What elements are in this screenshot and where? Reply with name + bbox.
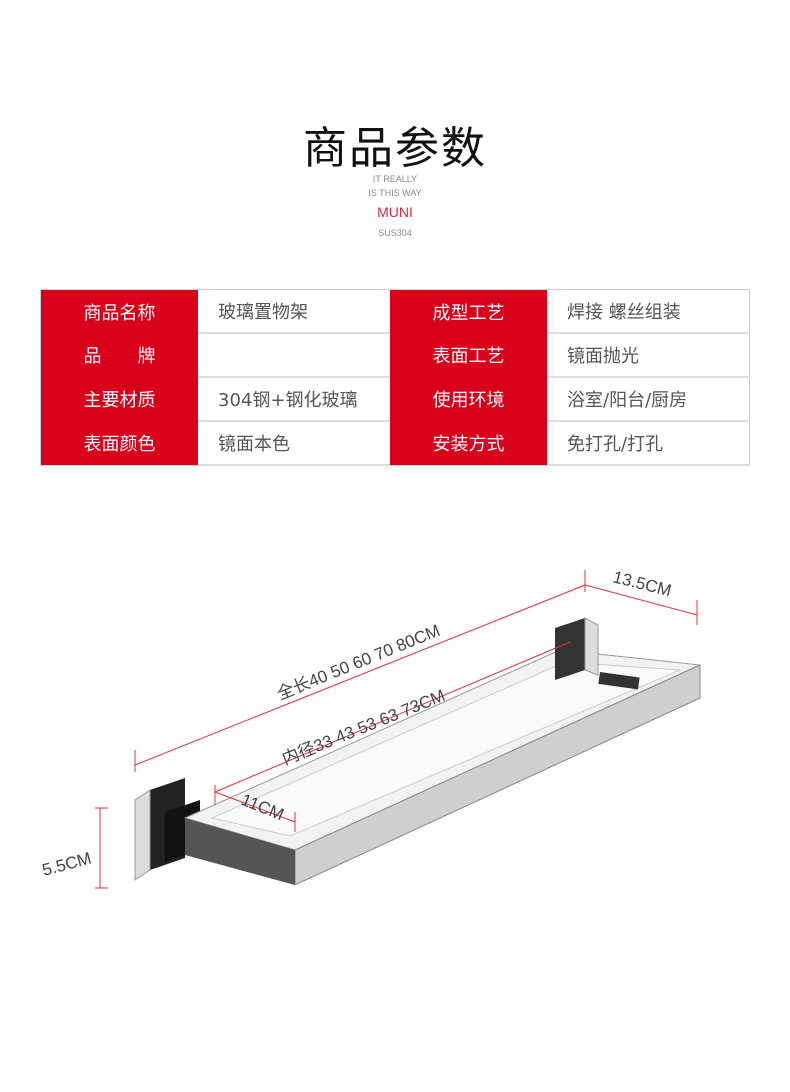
material-tag: SUS304 xyxy=(378,228,412,238)
spec-value: 浴室/阳台/厨房 xyxy=(547,377,750,422)
spec-value xyxy=(198,333,390,378)
spec-key: 使用环境 xyxy=(390,377,547,421)
spec-key: 安装方式 xyxy=(390,421,547,465)
spec-key: 品 牌 xyxy=(40,333,198,377)
spec-value: 304钢+钢化玻璃 xyxy=(198,377,390,422)
total-length-label: 全长40 50 60 70 80CM xyxy=(274,621,442,704)
spec-key: 成型工艺 xyxy=(390,289,547,333)
spec-key: 表面颜色 xyxy=(40,421,198,465)
spec-value: 焊接 螺丝组装 xyxy=(547,289,750,334)
spec-row: 品 牌 表面工艺镜面抛光 xyxy=(40,333,750,378)
spec-key: 表面工艺 xyxy=(390,333,547,377)
brand-name: MUNI xyxy=(377,204,413,220)
page-title: 商品参数 xyxy=(303,123,487,174)
depth-label: 13.5CM xyxy=(611,567,673,600)
spec-value: 镜面抛光 xyxy=(547,333,750,378)
shelf-illustration xyxy=(134,617,702,886)
spec-key: 商品名称 xyxy=(40,289,198,333)
tagline-2: IS THIS WAY xyxy=(368,188,422,198)
spec-value: 玻璃置物架 xyxy=(198,289,390,334)
spec-row: 表面颜色镜面本色安装方式免打孔/打孔 xyxy=(40,421,750,466)
dimension-lines xyxy=(95,570,698,889)
spec-value: 免打孔/打孔 xyxy=(547,421,750,466)
spec-value: 镜面本色 xyxy=(198,421,390,466)
spec-row: 商品名称玻璃置物架成型工艺焊接 螺丝组装 xyxy=(40,289,750,334)
spec-key: 主要材质 xyxy=(40,377,198,421)
height-label: 5.5CM xyxy=(40,849,93,880)
tagline-1: IT REALLY xyxy=(372,174,418,184)
